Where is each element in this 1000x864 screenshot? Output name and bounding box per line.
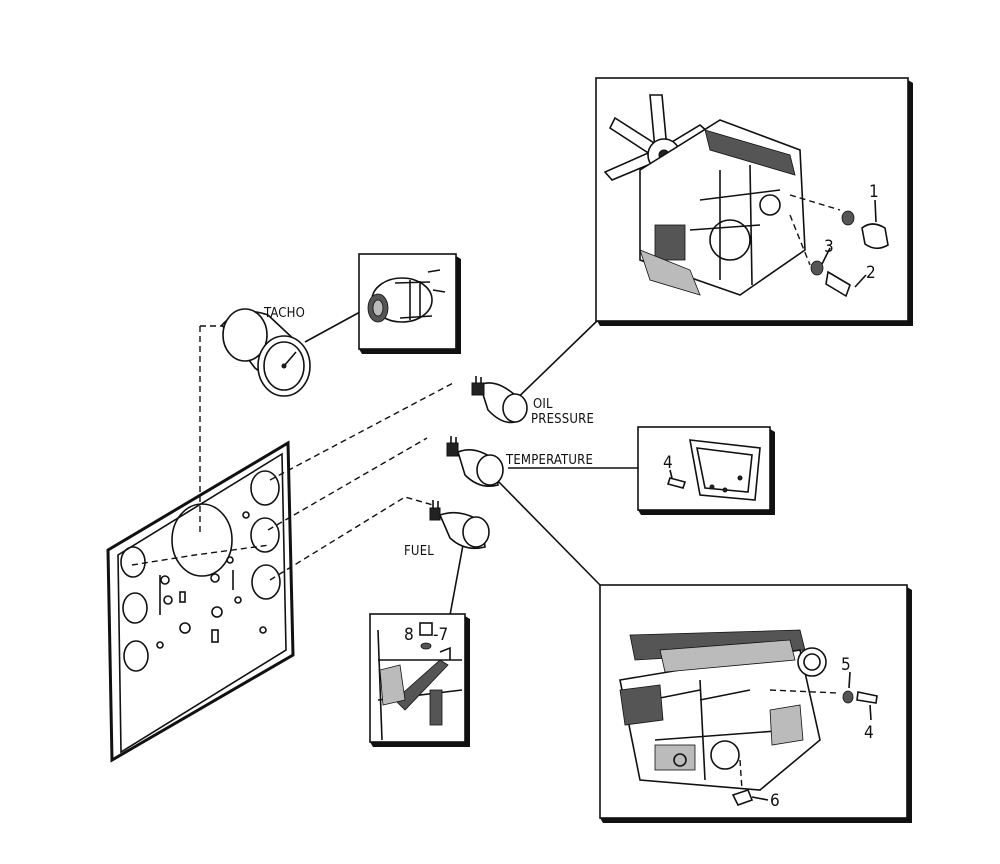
temperature-label: TEMPERATURE xyxy=(505,453,593,468)
alternator-box xyxy=(358,253,461,354)
callout-7: -7 xyxy=(433,625,448,645)
temperature-dial xyxy=(476,454,504,486)
fuel-to-tank-line xyxy=(449,544,464,616)
callout-3: 3 xyxy=(824,237,834,257)
engine-top-drawing xyxy=(603,94,806,296)
sender-6 xyxy=(731,789,754,806)
temperature-wire xyxy=(267,437,428,531)
adaptor-5 xyxy=(842,690,854,704)
oil-label-line2: PRESSURE xyxy=(531,412,594,427)
temperature-sender-4 xyxy=(666,477,687,489)
callout-2: 2 xyxy=(866,263,876,283)
alternator-drawing xyxy=(367,269,446,323)
temperature-sender-box: 4 xyxy=(637,426,775,515)
fuel-tank-drawing xyxy=(377,622,463,741)
fuel-wire xyxy=(269,496,434,581)
panel-cross-wire xyxy=(131,544,271,566)
oil-pressure-dial xyxy=(502,393,528,423)
oil-pressure-gauge: OIL PRESSURE xyxy=(471,376,594,427)
temperature-gauge: TEMPERATURE xyxy=(446,436,593,488)
fuel-label: FUEL xyxy=(404,544,434,559)
oil-sender-1 xyxy=(861,223,889,250)
callout-4-block: 4 xyxy=(864,723,874,743)
tacho-to-alternator-line xyxy=(304,311,361,343)
panel-gauge-hole xyxy=(123,640,149,672)
fuel-tank-box: 8 -7 xyxy=(369,613,470,747)
instrument-panel xyxy=(106,440,295,763)
engine-bottom-drawing xyxy=(619,629,827,791)
callout-1: 1 xyxy=(869,182,879,202)
tacho-needle xyxy=(283,351,297,367)
tacho-label: TACHO xyxy=(263,306,305,321)
fuel-seal-8 xyxy=(420,642,432,650)
panel-gauge-hole xyxy=(250,517,280,553)
oil-wire xyxy=(269,381,456,481)
engine-top-box: 1 2 3 xyxy=(595,77,913,326)
oil-label-line1: OIL xyxy=(533,397,553,412)
temperature-to-engine-bottom-line xyxy=(494,477,601,586)
panel-gauge-hole xyxy=(250,470,280,506)
fuel-dial xyxy=(462,516,490,548)
temperature-sender-4-block xyxy=(856,691,878,704)
callout-6: 6 xyxy=(770,791,780,811)
panel-gauge-hole xyxy=(120,546,146,578)
engine-bottom-box: 5 4 6 xyxy=(599,584,912,823)
panel-gauge-hole xyxy=(251,564,281,600)
callout-8: 8 xyxy=(404,625,414,645)
callout-4-sender: 4 xyxy=(663,453,673,473)
thermostat-housing-drawing xyxy=(689,439,761,501)
panel-gauge-hole xyxy=(122,592,148,624)
fuel-sender-7 xyxy=(419,622,433,636)
oil-pressure-sender-parts xyxy=(789,194,889,298)
oil-sender-2 xyxy=(825,270,851,298)
fuel-gauge: FUEL xyxy=(404,500,490,559)
panel-tacho-hole xyxy=(171,503,233,577)
callout-5: 5 xyxy=(841,655,851,675)
tacho-gauge: TACHO xyxy=(220,306,311,397)
